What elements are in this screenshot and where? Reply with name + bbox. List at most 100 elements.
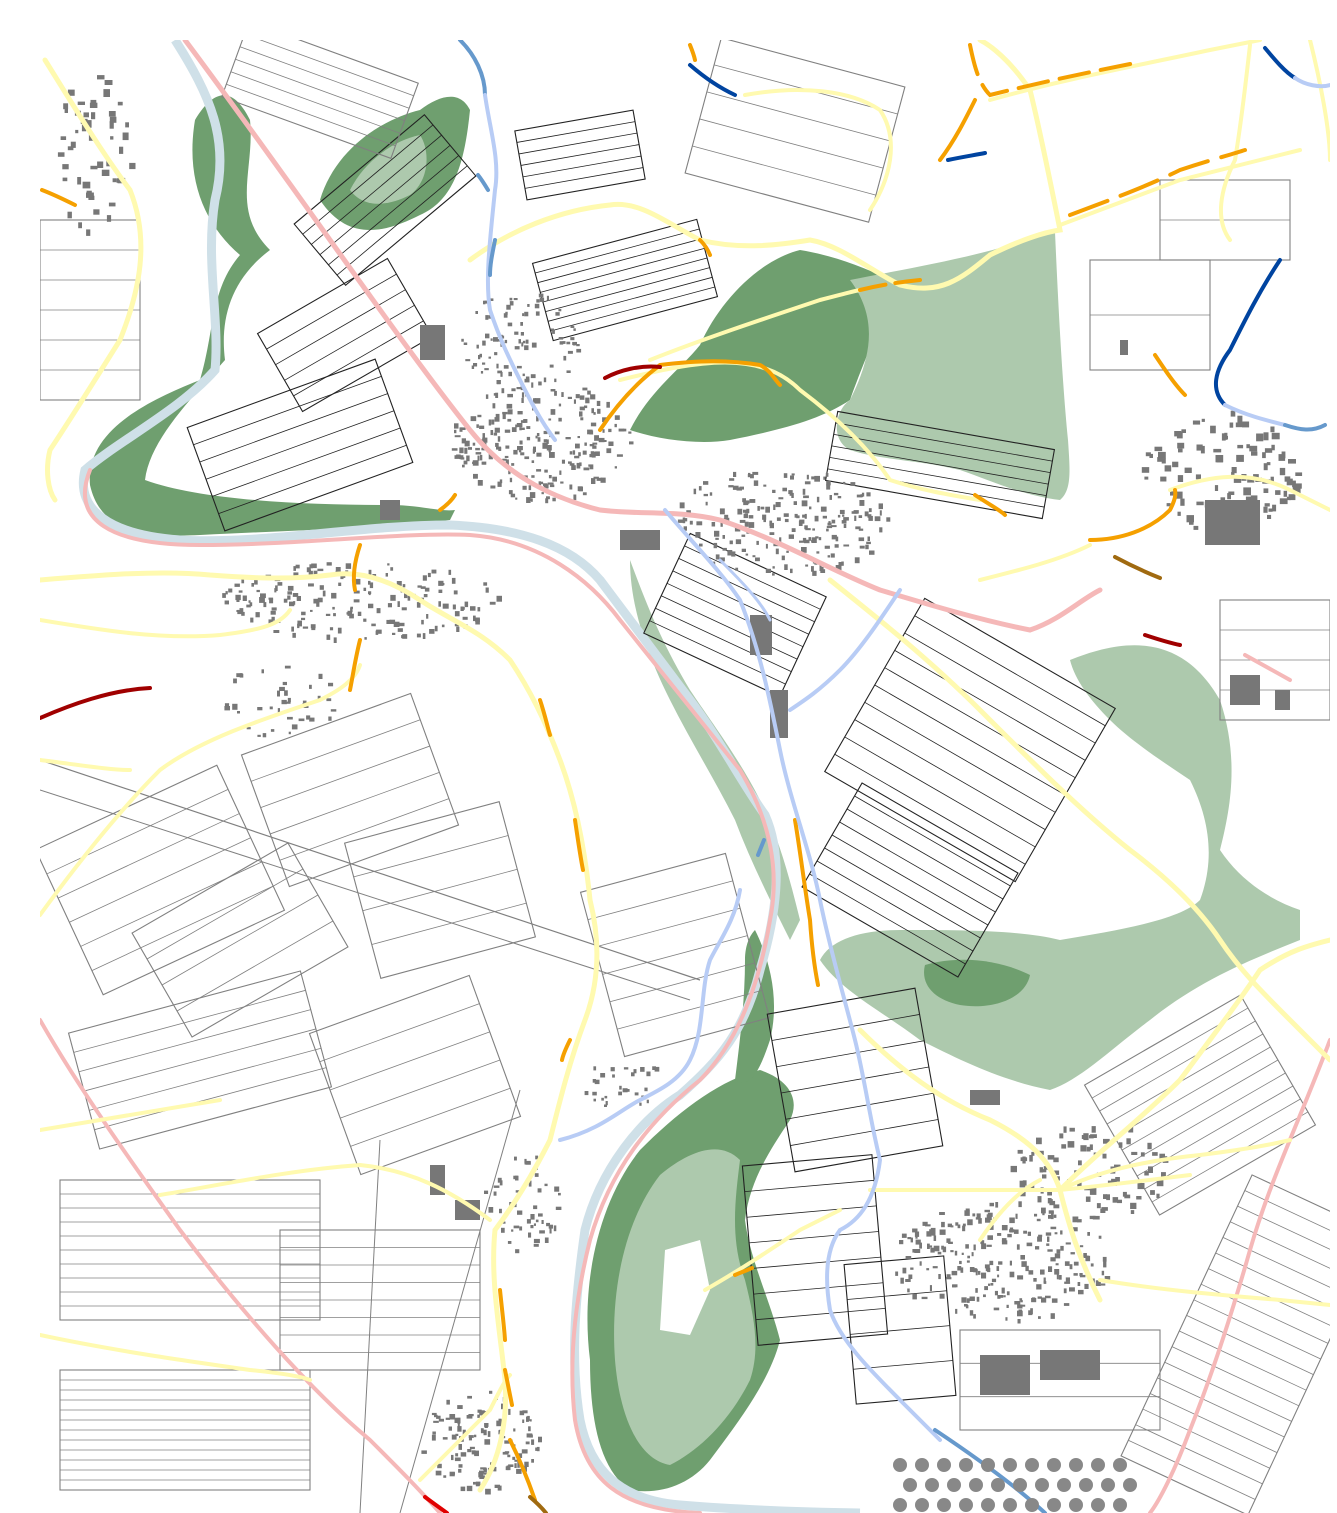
road-orange-5: [40, 188, 77, 207]
building: [756, 540, 759, 545]
building: [825, 473, 829, 477]
road-yellow-north-network: [467, 40, 1063, 291]
building: [1266, 462, 1271, 466]
building: [1050, 1313, 1055, 1319]
building: [1051, 1298, 1058, 1303]
parcel-divider: [73, 989, 306, 1053]
building: [1051, 1213, 1054, 1220]
parcel-divider: [1144, 1098, 1301, 1190]
building: [449, 1414, 456, 1420]
building: [1270, 476, 1274, 482]
building: [488, 419, 492, 426]
building: [1268, 508, 1273, 512]
building: [981, 1272, 987, 1279]
building: [1065, 1277, 1070, 1282]
building: [81, 124, 87, 132]
building: [513, 449, 518, 455]
building: [452, 604, 456, 610]
building: [946, 1277, 952, 1280]
building: [819, 564, 822, 569]
building: [369, 582, 374, 589]
building: [1026, 1242, 1033, 1247]
building: [546, 445, 552, 451]
building: [538, 1213, 543, 1217]
building: [396, 581, 402, 586]
building: [855, 526, 861, 530]
road-yellow-west-loop: [42, 57, 144, 503]
building: [507, 393, 513, 398]
building: [451, 1434, 457, 1440]
building: [791, 492, 794, 498]
building: [475, 618, 480, 625]
parcel-divider: [353, 835, 509, 878]
building: [496, 595, 502, 602]
building: [454, 623, 459, 627]
building: [518, 339, 521, 344]
building: [942, 1246, 947, 1253]
building: [562, 341, 566, 344]
building: [589, 444, 595, 447]
building: [421, 619, 424, 625]
building: [78, 222, 82, 229]
building: [544, 469, 548, 473]
building: [1263, 463, 1268, 471]
building: [932, 1266, 938, 1269]
road-orange-6: [598, 359, 782, 432]
building: [921, 1296, 928, 1300]
parcel-divider: [193, 375, 382, 446]
parcel-divider: [89, 1047, 322, 1111]
building: [311, 563, 317, 569]
building: [287, 585, 294, 591]
parcel-divider: [834, 753, 1026, 865]
parcel-divider: [746, 1205, 877, 1218]
building: [574, 455, 580, 459]
building: [67, 211, 72, 219]
building: [1186, 515, 1194, 523]
building: [234, 583, 240, 587]
building: [456, 454, 461, 457]
building: [640, 1067, 645, 1072]
building: [1017, 1275, 1024, 1280]
building: [326, 698, 332, 702]
building: [1292, 485, 1301, 494]
buildings-town-north: [461, 293, 582, 392]
building: [438, 1418, 444, 1422]
building: [762, 514, 767, 520]
building: [464, 440, 470, 447]
building: [843, 517, 849, 521]
building: [269, 706, 273, 710]
building: [566, 341, 571, 345]
building: [711, 522, 716, 527]
building: [838, 562, 843, 566]
building: [1193, 525, 1199, 530]
building: [1009, 1229, 1015, 1233]
orchard-tree: [1003, 1458, 1017, 1472]
parcel-divider: [540, 247, 705, 293]
building: [1050, 1257, 1056, 1262]
building: [783, 473, 788, 478]
parcel-divider: [790, 1119, 939, 1146]
building: [631, 1072, 635, 1077]
parcel-divider: [235, 58, 405, 122]
building: [494, 427, 500, 433]
building: [493, 337, 498, 342]
building: [1020, 1255, 1025, 1260]
building: [559, 341, 564, 345]
building: [237, 711, 240, 714]
building: [850, 482, 856, 486]
parcel-block-north-4: [531, 218, 719, 342]
road-orange-12: [438, 493, 457, 512]
building: [287, 697, 291, 703]
building: [1124, 1194, 1131, 1199]
building: [1006, 1304, 1009, 1308]
parcel-divider: [362, 868, 518, 912]
buildings-southeast-north: [1010, 1126, 1169, 1223]
orchard-tree: [1069, 1458, 1083, 1472]
building: [995, 1202, 999, 1208]
buildings-village-west: [222, 562, 502, 643]
building: [530, 374, 536, 379]
building: [511, 1229, 514, 1232]
building: [1047, 1236, 1050, 1242]
building: [507, 418, 512, 422]
